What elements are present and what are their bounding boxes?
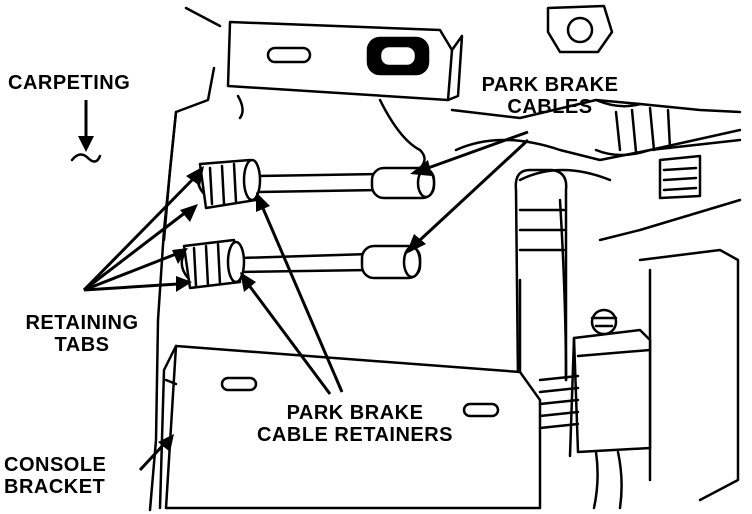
leader-arrows xyxy=(78,100,530,472)
cable-retainers-line-2: CABLE RETAINERS xyxy=(256,424,454,446)
retaining-tabs-label: RETAINING TABS xyxy=(6,312,158,356)
lower-cable xyxy=(238,244,422,280)
cable-retainers-line-1: PARK BRAKE xyxy=(286,402,424,424)
carpeting-edge xyxy=(70,153,102,163)
lower-retainer xyxy=(180,238,246,290)
retaining-tabs-line-1: RETAINING xyxy=(25,312,139,334)
console-bracket-shape xyxy=(158,344,542,510)
carpeting-text: CARPETING xyxy=(8,72,131,94)
electrical-connector xyxy=(538,308,652,510)
console-bracket-line-2: BRACKET xyxy=(4,476,106,498)
park-brake-cables-label: PARK BRAKE CABLES xyxy=(470,74,630,118)
console-bracket-label: CONSOLE BRACKET xyxy=(4,454,106,498)
right-hose xyxy=(594,98,742,200)
carpeting-label: CARPETING xyxy=(8,72,130,94)
vertical-tube xyxy=(514,168,568,382)
park-brake-cables-line-2: CABLES xyxy=(507,96,593,118)
upper-bracket xyxy=(226,20,464,120)
park-brake-cables-line-1: PARK BRAKE xyxy=(481,74,619,96)
top-nut xyxy=(546,4,614,54)
upper-retainer xyxy=(196,158,262,210)
console-bracket-line-1: CONSOLE xyxy=(4,454,107,476)
retaining-tabs-line-2: TABS xyxy=(54,334,110,356)
upper-cable xyxy=(256,166,436,200)
park-brake-cable-retainers-label: PARK BRAKE CABLE RETAINERS xyxy=(230,402,480,446)
